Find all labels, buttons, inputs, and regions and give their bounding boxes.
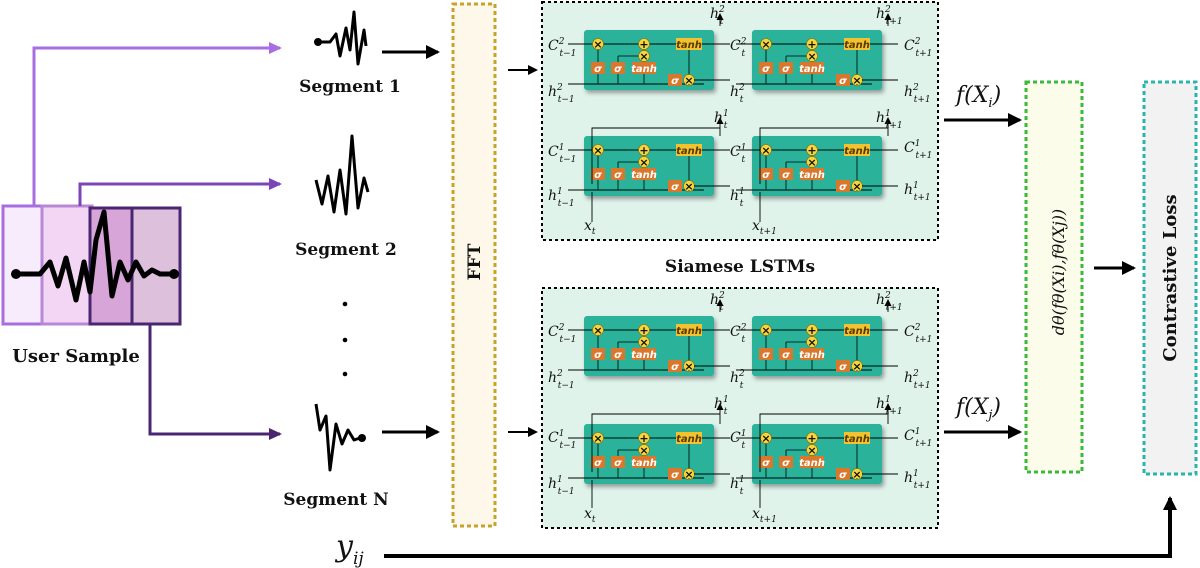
svg-text:h1t+1: h1t+1	[876, 395, 903, 417]
svg-text:C2t+1: C2t+1	[904, 37, 932, 59]
user-sample	[1, 204, 182, 326]
svg-text:C1t: C1t	[730, 429, 746, 451]
svg-text:xt+1: xt+1	[752, 218, 777, 237]
segment-2-waveform	[314, 134, 370, 216]
svg-text:C1t−1: C1t−1	[548, 429, 576, 451]
svg-text:xt: xt	[584, 218, 596, 237]
svg-text:h1t−1: h1t−1	[548, 475, 575, 497]
segment-n-waveform	[314, 403, 366, 472]
svg-text:C2t: C2t	[730, 37, 747, 59]
user-signal-waveform	[16, 209, 174, 303]
svg-text:h1t+1: h1t+1	[876, 109, 903, 131]
ellipsis-dots	[342, 301, 348, 377]
fft-label: FFT	[465, 243, 485, 280]
svg-text:h2t+1: h2t+1	[904, 369, 931, 391]
svg-text:C1t−1: C1t−1	[548, 143, 576, 165]
contrastive-loss-block	[1142, 80, 1198, 476]
svg-text:h1t+1: h1t+1	[904, 181, 931, 203]
svg-text:h1t: h1t	[730, 475, 745, 497]
svg-text:h2t−1: h2t−1	[548, 369, 575, 391]
svg-text:C1t+1: C1t+1	[904, 139, 932, 161]
contrastive-loss-label: Contrastive Loss	[1160, 194, 1181, 361]
lstm-panel-bottom	[541, 287, 939, 529]
svg-text:xt+1: xt+1	[752, 506, 777, 525]
f-xj-label: f(Xj)	[954, 395, 1001, 423]
svg-text:h2t−1: h2t−1	[548, 83, 575, 105]
siamese-label: Siamese LSTMs	[665, 257, 815, 277]
fft-block	[451, 2, 497, 528]
svg-text:C1t: C1t	[730, 143, 746, 165]
f-xi-label: f(Xi)	[954, 83, 1001, 111]
svg-text:h1t: h1t	[730, 187, 745, 209]
svg-text:h1t: h1t	[714, 395, 729, 417]
svg-text:h2t: h2t	[730, 83, 745, 105]
distance-label: dθ(fθ(Xi),fθ(Xj))	[1049, 209, 1068, 335]
svg-text:C1t+1: C1t+1	[904, 427, 932, 449]
segment-n-label: Segment N	[283, 490, 388, 510]
segment-1-label: Segment 1	[299, 77, 401, 97]
connector-segment-1	[32, 42, 282, 206]
svg-text:h2t+1: h2t+1	[876, 291, 903, 313]
svg-text:C2t−1: C2t−1	[548, 323, 576, 345]
svg-text:h1t: h1t	[714, 109, 729, 131]
y-ij-label: yij	[334, 529, 364, 568]
svg-text:xt: xt	[584, 506, 596, 525]
svg-text:h2t+1: h2t+1	[904, 83, 931, 105]
arrow-yij-loss	[384, 496, 1177, 558]
connector-segment-n	[148, 324, 282, 440]
svg-text:h1t+1: h1t+1	[904, 469, 931, 491]
user-sample-label: User Sample	[12, 346, 140, 367]
connector-segment-2	[78, 178, 282, 206]
segment-2-label: Segment 2	[295, 240, 397, 260]
lstm-panel-top	[541, 1, 939, 241]
svg-text:C2t+1: C2t+1	[904, 323, 932, 345]
svg-text:h2t: h2t	[710, 5, 725, 27]
svg-text:C2t: C2t	[730, 323, 747, 345]
svg-text:C2t−1: C2t−1	[548, 37, 576, 59]
svg-text:h2t+1: h2t+1	[876, 5, 903, 27]
distance-block	[1024, 80, 1084, 474]
svg-text:h1t−1: h1t−1	[548, 187, 575, 209]
segment-1-waveform	[314, 10, 368, 66]
svg-text:h2t: h2t	[710, 291, 725, 313]
svg-text:h2t: h2t	[730, 369, 745, 391]
